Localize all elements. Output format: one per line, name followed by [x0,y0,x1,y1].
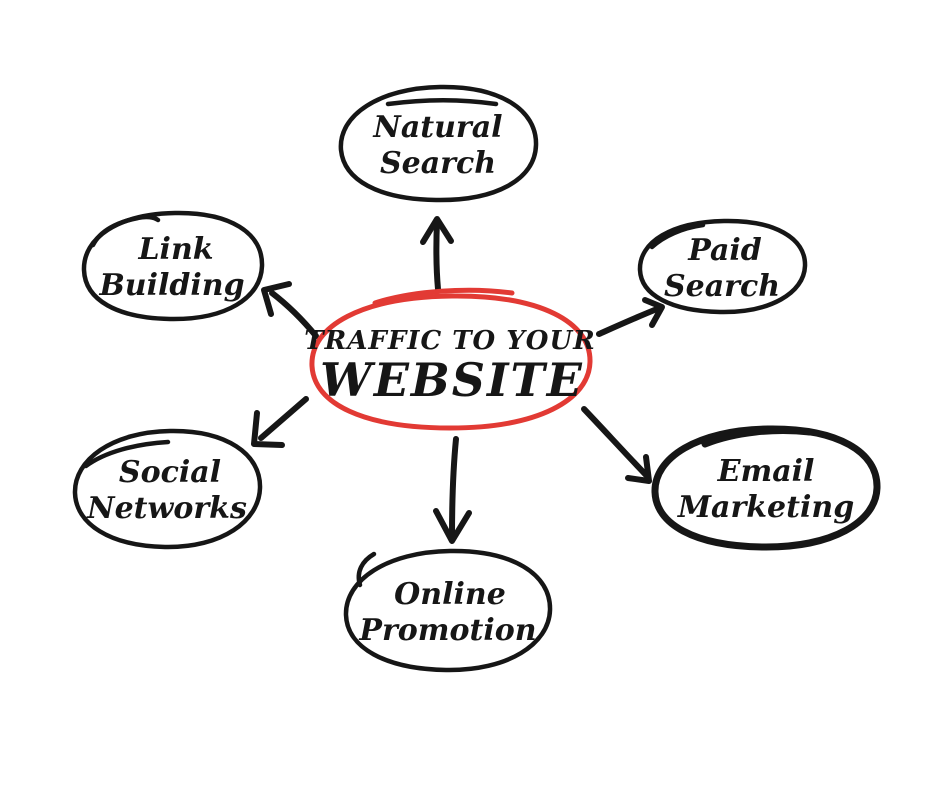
arrow-center-to-online-promotion [433,436,472,544]
website-bubble [309,293,593,431]
arrow-head [251,410,285,448]
arrow-shaft [258,396,309,441]
arrow-center-to-email-marketing [581,406,652,484]
node-natural-search: Natural Search [338,84,539,203]
link-building-label-line1: Link [137,232,213,267]
website-label-line2: WEBSITE [320,353,584,407]
online-promotion-label-line2: Promotion [358,613,536,648]
online-promotion-bubble [343,548,553,673]
arrow-head [261,281,292,317]
website-bubble-swoosh [372,287,515,306]
email-marketing-bubble [651,425,881,551]
email-marketing-label-line2: Marketing [677,490,854,525]
arrow-center-to-paid-search [596,297,665,337]
arrow-shaft [581,406,649,478]
node-paid-search: Paid Search [637,218,808,315]
paid-search-bubble [637,218,808,315]
natural-search-label-line2: Search [380,146,496,181]
natural-search-bubble [338,84,539,203]
paid-search-label-line2: Search [664,269,780,304]
link-building-label-line2: Building [98,268,244,303]
node-link-building: Link Building [81,210,265,322]
arrow-head [625,454,652,484]
link-building-bubble-overlap [90,214,161,248]
center-node-website: TRAFFIC TO YOUR WEBSITE [304,287,596,431]
arrow-center-to-natural-search [420,216,454,292]
arrow-shaft [449,436,459,539]
arrow-shaft [596,306,660,337]
social-networks-label-line1: Social [119,455,221,490]
natural-search-label-line1: Natural [372,110,502,145]
arrow-head [433,508,472,544]
node-email-marketing: Email Marketing [651,425,881,551]
arrow-shaft [433,218,441,292]
paid-search-label-line1: Paid [687,233,762,268]
paid-search-bubble-overlap [649,222,706,250]
social-networks-bubble [72,428,263,550]
online-promotion-label-line1: Online [394,577,506,612]
online-promotion-bubble-overlap [356,551,377,588]
social-networks-label-line2: Networks [86,491,247,526]
arrow-center-to-link-building [261,281,319,339]
website-label-line1: TRAFFIC TO YOUR [304,326,596,356]
node-online-promotion: Online Promotion [343,548,553,673]
social-networks-bubble-overlap [83,439,171,469]
arrow-center-to-social-networks [251,396,309,448]
email-marketing-bubble-overlap [701,427,814,448]
node-social-networks: Social Networks [72,428,263,550]
arrow-shaft [269,290,319,339]
natural-search-bubble-overlap [385,98,499,107]
arrow-head [420,216,454,245]
email-marketing-label-line1: Email [717,454,815,489]
arrow-head [642,297,665,328]
